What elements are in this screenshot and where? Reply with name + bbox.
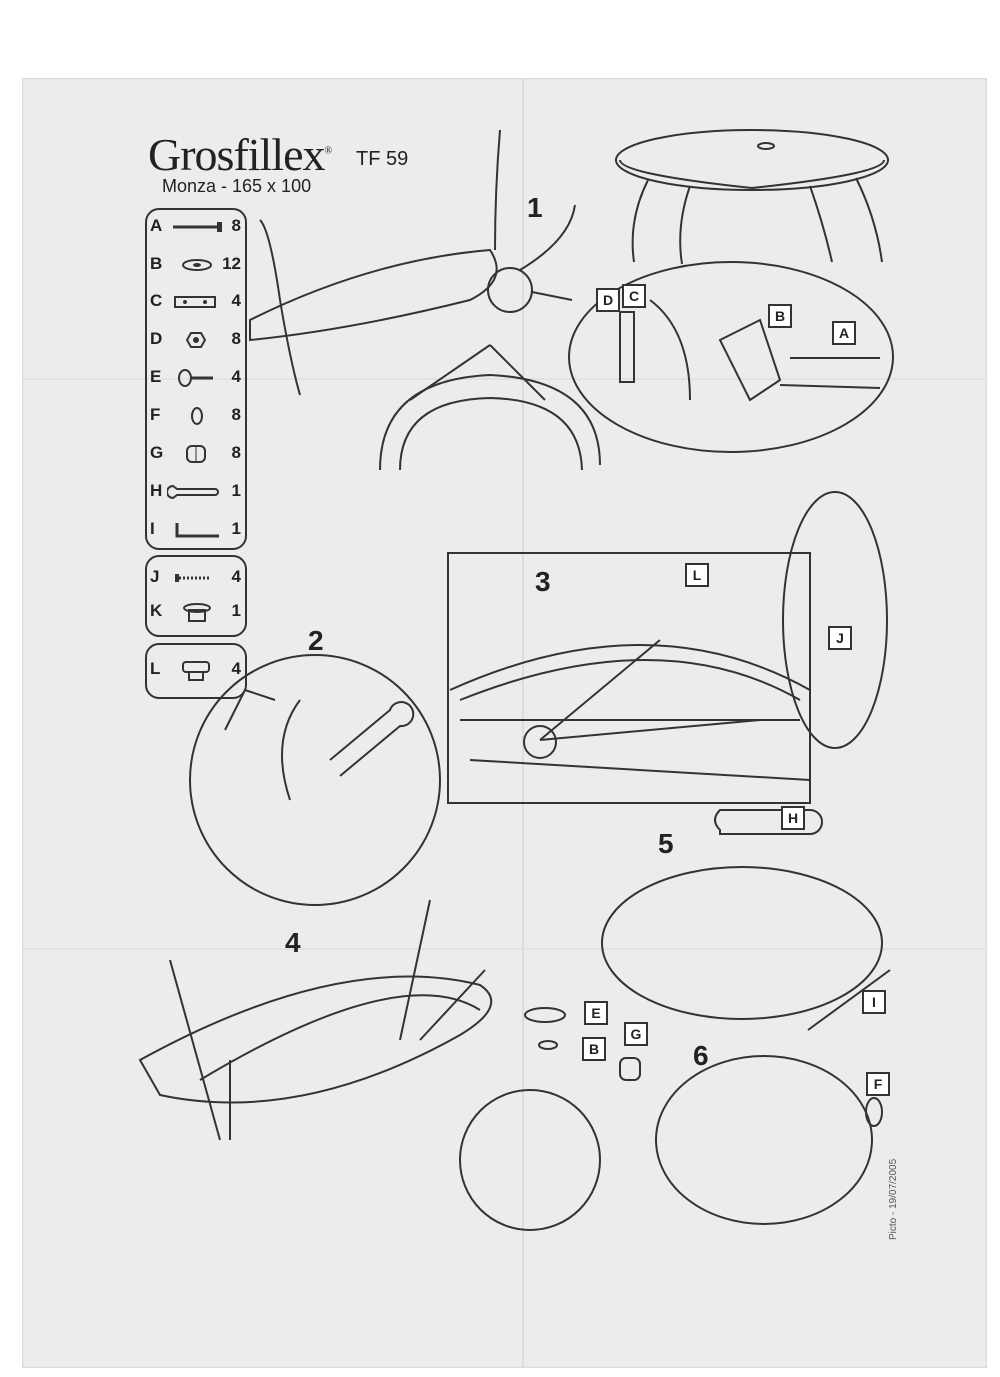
- part-b: B 12: [147, 250, 245, 280]
- assembled-table-illustration: [615, 129, 889, 265]
- callout-tag: H: [781, 806, 805, 830]
- step-number: 3: [535, 566, 551, 597]
- callout-tag: F: [866, 1072, 890, 1096]
- allen-key-i-illustration: [807, 969, 891, 1031]
- washer-b-illustration: [538, 1040, 558, 1050]
- fold-line: [522, 78, 524, 1368]
- plug-icon: [183, 603, 211, 622]
- frame-illustration: [249, 129, 576, 396]
- parts-list-extra2: L 4: [145, 643, 247, 699]
- step-number: 4: [285, 927, 301, 958]
- part-e: E 4: [147, 363, 245, 393]
- cap-f-illustration: [865, 1097, 883, 1127]
- fold-line: [22, 948, 987, 950]
- parts-list-extra: J 4 K 1: [145, 555, 247, 637]
- callout-tag: I: [862, 990, 886, 1014]
- bolts-illustration: [619, 299, 881, 402]
- detail-5-ellipse: [601, 866, 883, 1020]
- detail-3-ellipse: [782, 491, 888, 749]
- screw-icon: [175, 574, 211, 582]
- step-number: 2: [308, 625, 324, 656]
- step-3-box: [447, 552, 811, 804]
- cap-nut-icon: [186, 445, 206, 463]
- part-a: A 8: [147, 212, 245, 242]
- part-j: J 4: [147, 563, 245, 593]
- part-f: F 8: [147, 401, 245, 431]
- part-g: G 8: [147, 439, 245, 469]
- print-date-stamp: Picto - 19/07/2005: [888, 1158, 899, 1240]
- clip-icon: [182, 661, 210, 681]
- cap-icon: [191, 407, 203, 425]
- part-l: L 4: [147, 655, 245, 685]
- detail-4-circle: [459, 1089, 601, 1231]
- fold-line: [22, 378, 987, 380]
- table-legs-illustration: [138, 899, 493, 1141]
- part-i: I 1: [147, 515, 245, 545]
- product-subtitle: Monza - 165 x 100: [162, 176, 312, 196]
- step-number: 5: [658, 828, 674, 859]
- parts-list: A 8 B 12 C 4 D 8 E 4 F 8 G 8 H 1 I 1: [145, 208, 247, 550]
- brand-logo: Grosfillex®: [148, 129, 332, 180]
- part-h: H 1: [147, 477, 245, 507]
- wrench-icon: [167, 484, 219, 500]
- callout-tag: G: [624, 1022, 648, 1046]
- wing-knob-icon: [178, 369, 213, 387]
- allen-key-icon: [175, 523, 219, 538]
- cap-nut-g-illustration: [619, 1057, 641, 1081]
- step-2-circle: [189, 654, 441, 906]
- callout-tag: D: [596, 288, 620, 312]
- part-k: K 1: [147, 597, 245, 627]
- table-underside-illustration: [449, 639, 811, 781]
- knob-e-illustration: [524, 1007, 566, 1023]
- part-c: C 4: [147, 287, 245, 317]
- instruction-sheet: [22, 78, 987, 1368]
- washer-icon: [182, 259, 212, 271]
- wrench-h-illustration: [714, 809, 823, 835]
- bolt-icon: [173, 222, 222, 232]
- hand-wrench-illustration: [224, 688, 415, 801]
- detail-1-ellipse: [568, 261, 894, 453]
- callout-tag: C: [622, 284, 646, 308]
- callout-tag: J: [828, 626, 852, 650]
- model-code: TF 59: [356, 148, 409, 170]
- frame-detail-illustration: [379, 344, 601, 471]
- step-number: 6: [693, 1040, 709, 1071]
- callout-tag: B: [768, 304, 792, 328]
- step-number: 1: [527, 192, 543, 223]
- part-d: D 8: [147, 325, 245, 355]
- callout-tag: L: [685, 563, 709, 587]
- callout-tag: E: [584, 1001, 608, 1025]
- nut-icon: [185, 332, 207, 348]
- callout-tag: A: [832, 321, 856, 345]
- callout-tag: B: [582, 1037, 606, 1061]
- detail-6-ellipse: [655, 1055, 873, 1225]
- plate-icon: [174, 296, 216, 308]
